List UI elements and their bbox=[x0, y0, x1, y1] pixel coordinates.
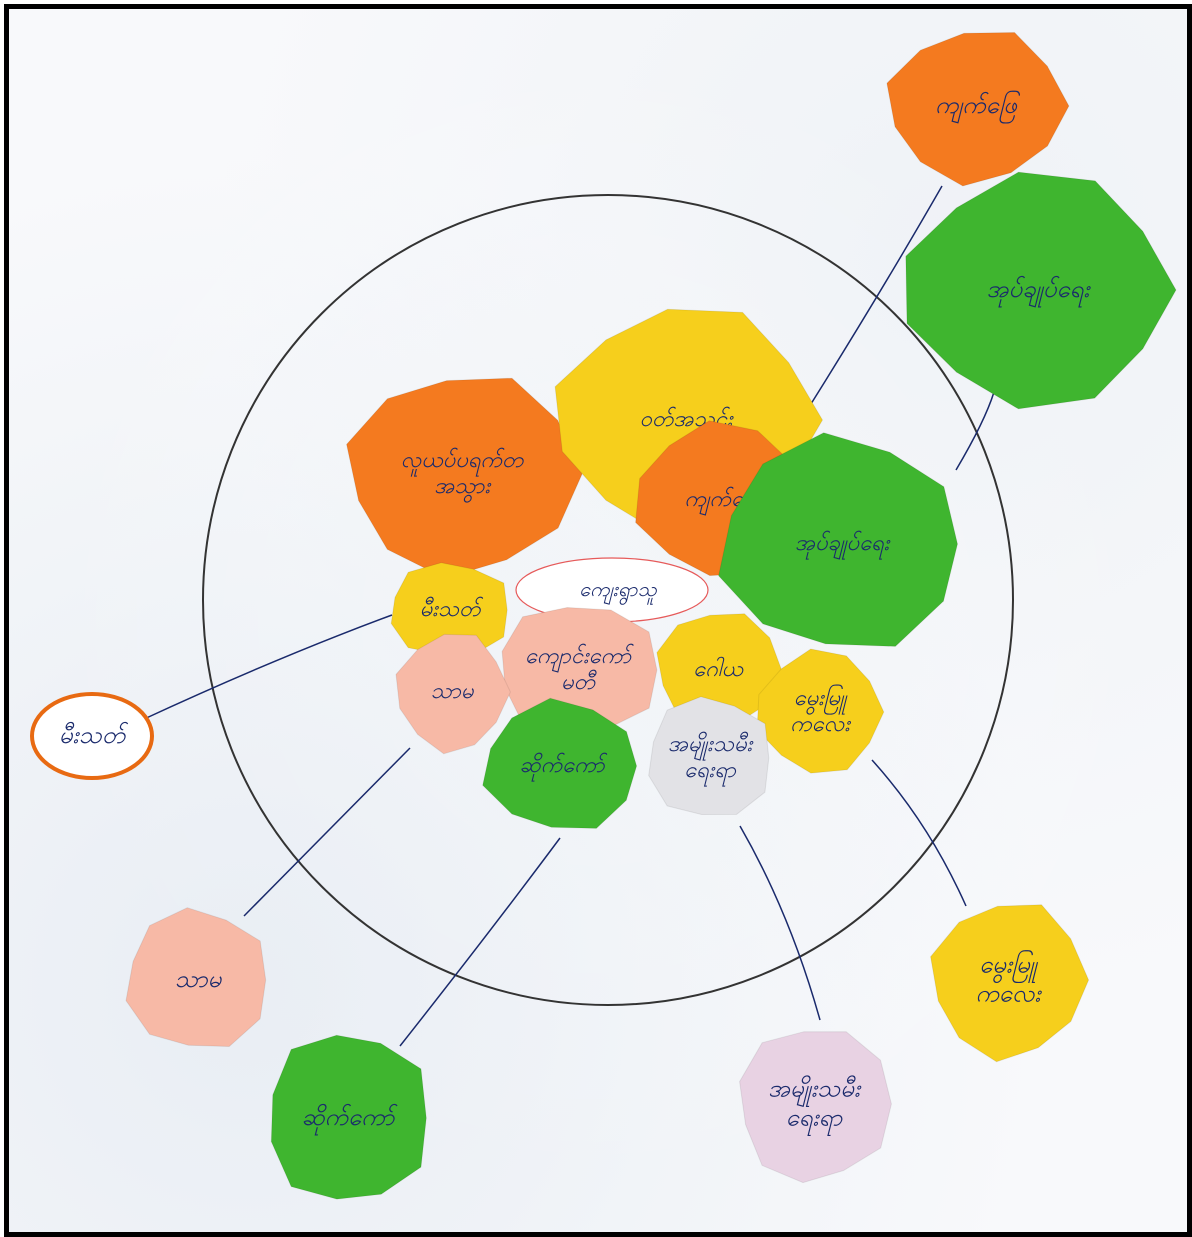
outer-fire-label: မီးသတ် bbox=[30, 692, 154, 780]
outer-lavender-label: အမျိုးသမီးရေးရာ bbox=[768, 1075, 862, 1137]
inner-green-bottom-label: ဆိုက်ကော် bbox=[519, 752, 607, 782]
outer-lavender-shape bbox=[739, 1031, 892, 1184]
outer-green-bottom: ဆိုက်ကော် bbox=[270, 1034, 427, 1200]
outer-pink-left-shape bbox=[125, 907, 267, 1048]
inner-yellow-left: မီးသတ် bbox=[390, 562, 508, 655]
outer-green-right-connector bbox=[955, 391, 995, 471]
inner-yellow-right-shape bbox=[756, 648, 885, 774]
inner-grey-label: အမျိုးသမီးရေးရာ bbox=[668, 731, 754, 787]
outer-pink-left-connector bbox=[243, 747, 411, 917]
inner-grey: အမျိုးသမီးရေးရာ bbox=[648, 696, 770, 816]
inner-pink-small-label: သာမ bbox=[431, 679, 475, 704]
inner-yellow-right-label: မွေးမြူကလေး bbox=[790, 684, 851, 737]
inner-green-bottom-shape bbox=[482, 697, 638, 829]
outer-pink-left: သာမ bbox=[125, 907, 267, 1048]
outer-pink-left-label: သာမ bbox=[175, 965, 223, 993]
inner-yellow-mid-label: ဂေါယ bbox=[693, 656, 744, 682]
outer-green-right: အုပ်ချုပ်ရေး bbox=[905, 171, 1177, 410]
inner-smoke-orange-label: လူယပ်ပရက်တအသွား bbox=[401, 447, 524, 503]
outer-green-bottom-label: ဆိုက်ကော် bbox=[301, 1103, 398, 1136]
outer-yellow-right-label: မွေးမြူကလေး bbox=[975, 950, 1042, 1008]
venn-diagram: လူယပ်ပရက်တအသွားဝတ်အသင်းကျက်ဖြေအုပ်ချုပ်ရ… bbox=[30, 31, 1177, 1200]
inner-smoke-orange-shape bbox=[346, 377, 583, 579]
outer-groups: ကျက်ဖြေအုပ်ချုပ်ရေးမီးသတ်သာမဆိုက်ကော်အမျ… bbox=[30, 31, 1177, 1200]
outer-green-bottom-connector bbox=[399, 837, 561, 1047]
community-boundary-circle bbox=[202, 194, 1014, 1006]
inner-yellow-right: မွေးမြူကလေး bbox=[756, 648, 885, 774]
inner-green-big: အုပ်ချုပ်ရေး bbox=[718, 432, 959, 647]
outer-orange-top-label: ကျက်ဖြေ bbox=[935, 90, 1020, 124]
inner-green-big-shape bbox=[718, 432, 959, 647]
inner-pink-small: သာမ bbox=[395, 633, 511, 755]
outer-green-bottom-shape bbox=[270, 1034, 427, 1200]
inner-pink-small-shape bbox=[395, 633, 511, 755]
outer-yellow-right-connector bbox=[871, 759, 967, 907]
inner-green-big-label: အုပ်ချုပ်ရေး bbox=[795, 530, 891, 560]
outer-fire-label-connector bbox=[141, 614, 393, 721]
photo-frame: လူယပ်ပရက်တအသွားဝတ်အသင်းကျက်ဖြေအုပ်ချုပ်ရ… bbox=[4, 4, 1192, 1237]
outer-fire-label-label: မီးသတ် bbox=[59, 721, 129, 749]
inner-green-bottom: ဆိုက်ကော် bbox=[482, 697, 638, 829]
inner-pink-school-label: ကျောင်းကော်မတီ bbox=[525, 643, 634, 695]
inner-smoke-orange: လူယပ်ပရက်တအသွား bbox=[346, 377, 583, 579]
outer-fire-label-shape bbox=[30, 692, 154, 780]
inner-grey-shape bbox=[648, 696, 770, 816]
outer-yellow-right-shape bbox=[930, 904, 1090, 1063]
outer-lavender: အမျိုးသမီးရေးရာ bbox=[739, 1031, 892, 1184]
outer-yellow-right: မွေးမြူကလေး bbox=[930, 904, 1090, 1063]
outer-orange-top: ကျက်ဖြေ bbox=[886, 31, 1070, 187]
outer-green-right-label: အုပ်ချုပ်ရေး bbox=[986, 275, 1091, 308]
inner-yellow-left-label: မီးသတ် bbox=[420, 596, 484, 622]
inner-groups: လူယပ်ပရက်တအသွားဝတ်အသင်းကျက်ဖြေအုပ်ချုပ်ရ… bbox=[346, 308, 959, 829]
outer-lavender-connector bbox=[739, 825, 821, 1021]
outer-green-right-shape bbox=[905, 171, 1177, 410]
village-center-label: ကျေးရွာသူ bbox=[579, 577, 657, 605]
outer-orange-top-shape bbox=[886, 31, 1070, 187]
